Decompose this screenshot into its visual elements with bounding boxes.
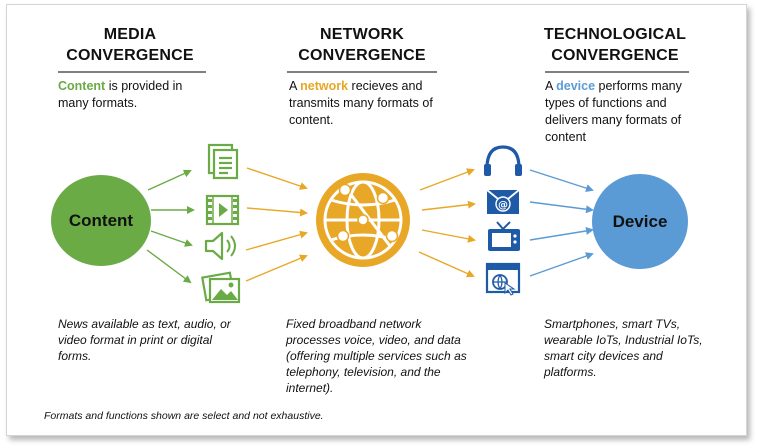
content-arrows xyxy=(146,169,195,284)
arrow-video-network xyxy=(246,207,308,217)
arrow-images-network xyxy=(245,254,308,282)
to-device-arrows xyxy=(529,169,594,277)
arrow-content-images xyxy=(146,249,192,284)
video-icon xyxy=(205,194,240,226)
content-circle: Content xyxy=(51,175,151,266)
arrow-network-email xyxy=(421,200,476,211)
email-icon: @ xyxy=(486,189,520,214)
network-footer-text: Fixed broadband network processes voice,… xyxy=(286,317,467,395)
network-title-rule xyxy=(287,71,437,73)
tech-footer-text: Smartphones, smart TVs, wearable IoTs, I… xyxy=(544,317,703,379)
network-description: A network recieves and transmits many fo… xyxy=(289,79,433,127)
network-globe-icon xyxy=(316,173,410,267)
tv-icon xyxy=(488,221,520,251)
audio-icon xyxy=(204,231,236,261)
tech-description: A device performs many types of function… xyxy=(545,79,682,144)
device-circle: Device xyxy=(592,174,688,269)
arrow-headphones-device xyxy=(529,169,594,192)
from-network-arrows xyxy=(418,168,476,278)
documents-icon xyxy=(207,143,239,180)
arrow-content-documents xyxy=(147,169,192,191)
arrow-browser-device xyxy=(529,252,594,277)
arrow-content-audio xyxy=(150,230,193,247)
headphones-icon xyxy=(484,145,522,176)
media-footer-text: News available as text, audio, or video … xyxy=(58,317,231,363)
to-network-arrows xyxy=(245,167,308,282)
arrow-tv-device xyxy=(529,227,594,241)
arrow-network-headphones xyxy=(419,168,475,191)
arrow-network-browser xyxy=(418,251,475,278)
footnote: Formats and functions shown are select a… xyxy=(44,410,324,422)
arrow-documents-network xyxy=(246,167,308,190)
device-circle-label: Device xyxy=(612,211,668,231)
web-browser-icon xyxy=(485,262,521,296)
tech-title-rule xyxy=(545,71,689,73)
arrow-audio-network xyxy=(245,230,308,251)
arrow-network-tv xyxy=(421,229,476,243)
content-circle-label: Content xyxy=(68,210,134,230)
media-title-rule xyxy=(58,71,206,73)
arrow-email-device xyxy=(529,201,594,214)
media-description: Content is provided in many formats. xyxy=(58,79,183,110)
svg-text:@: @ xyxy=(498,200,508,211)
images-icon xyxy=(201,271,241,304)
